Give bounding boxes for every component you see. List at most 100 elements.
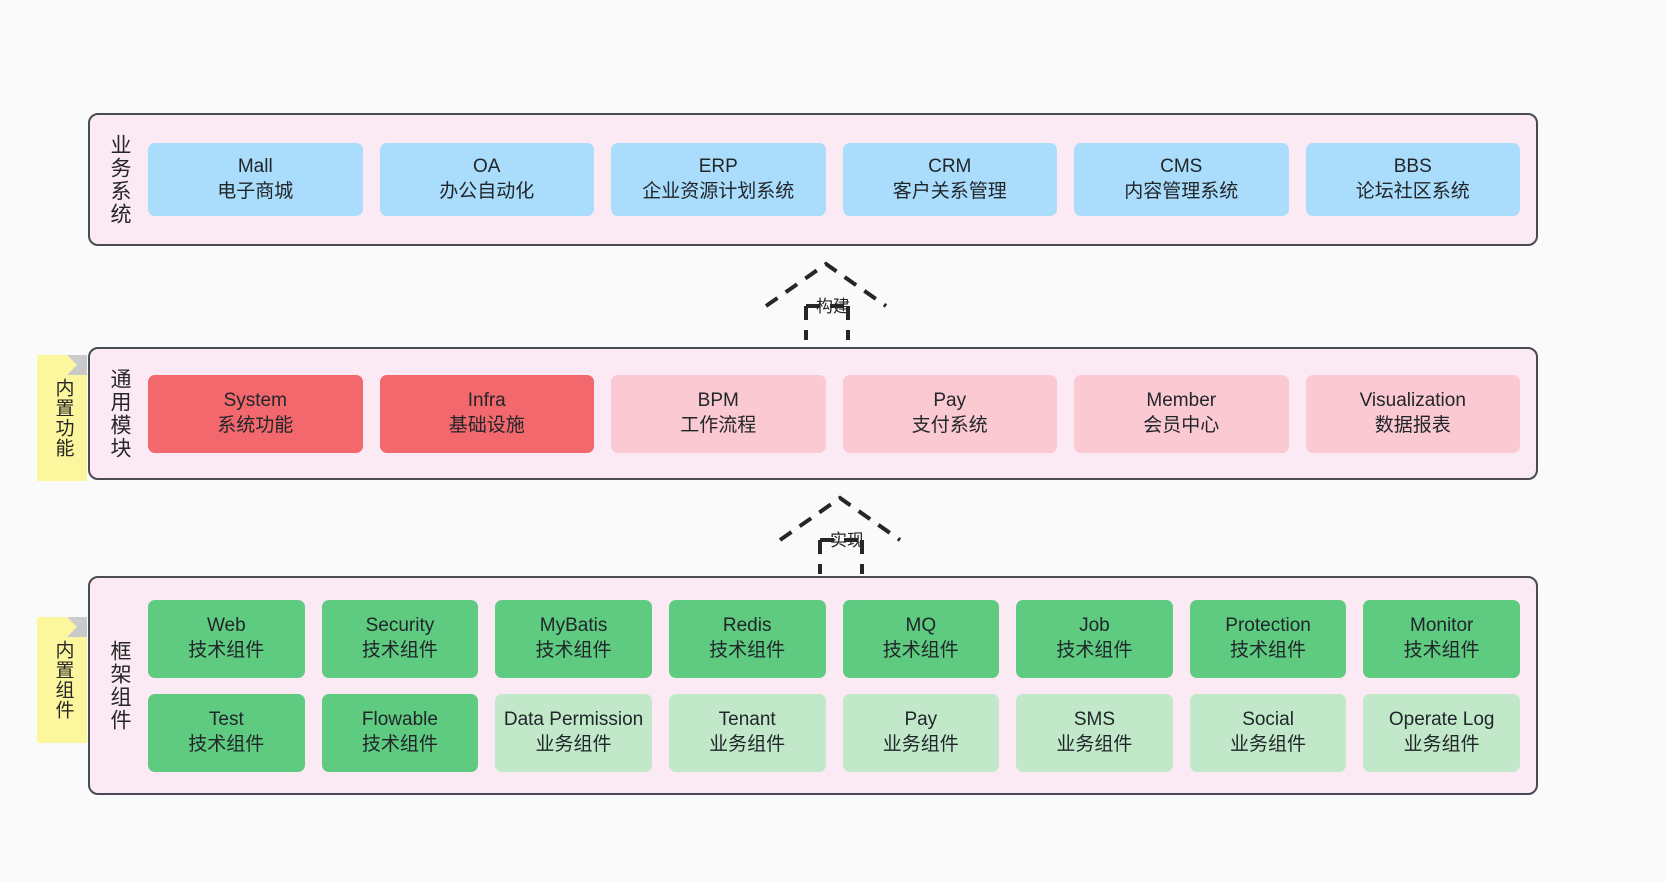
box-web[interactable]: Web 技术组件 [148, 599, 305, 678]
box-subtitle: 技术组件 [361, 639, 438, 661]
box-flowable[interactable]: Flowable 技术组件 [321, 693, 479, 772]
box-subtitle: 业务组件 [882, 733, 959, 755]
sticky-note-label: 内置组件 [52, 640, 74, 720]
box-crm[interactable]: CRM 客户关系管理 [842, 143, 1057, 216]
box-title: System [223, 389, 287, 411]
sticky-note-builtin-functions: 内置功能 [37, 355, 87, 481]
sticky-note-builtin-components: 内置组件 [37, 617, 87, 743]
box-member[interactable]: Member 会员中心 [1074, 374, 1289, 453]
box-security[interactable]: Security 技术组件 [321, 599, 479, 678]
box-operate-log[interactable]: Operate Log 业务组件 [1363, 693, 1520, 772]
arrow-implement-label: 实现 [830, 531, 864, 550]
box-title: CRM [928, 155, 972, 177]
layer-body-business-system: Mall 电子商城 OA 办公自动化 ERP 企业资源计划系统 CRM 客户关系… [148, 115, 1536, 244]
box-title: BBS [1393, 155, 1432, 177]
box-title: Web [206, 614, 246, 636]
box-redis[interactable]: Redis 技术组件 [668, 599, 826, 678]
box-protection[interactable]: Protection 技术组件 [1189, 599, 1347, 678]
box-subtitle: 工作流程 [680, 414, 757, 436]
box-subtitle: 论坛社区系统 [1355, 180, 1470, 202]
box-bbs[interactable]: BBS 论坛社区系统 [1305, 143, 1520, 216]
layer-title-common-modules: 通用模块 [108, 367, 132, 460]
box-title: Tenant [718, 708, 776, 730]
box-title: BPM [697, 389, 739, 411]
box-title: Security [365, 614, 435, 636]
box-subtitle: 企业资源计划系统 [642, 180, 795, 202]
layer-business-system: 业务系统 Mall 电子商城 OA 办公自动化 ERP 企业资源计划系统 CRM… [88, 113, 1538, 246]
box-pay[interactable]: Pay 支付系统 [842, 374, 1057, 453]
box-social[interactable]: Social 业务组件 [1189, 693, 1347, 772]
box-pay-business[interactable]: Pay 业务组件 [842, 693, 1000, 772]
box-infra[interactable]: Infra 基础设施 [379, 374, 594, 453]
box-erp[interactable]: ERP 企业资源计划系统 [611, 143, 826, 216]
box-title: Job [1079, 614, 1110, 636]
box-title: Monitor [1410, 614, 1474, 636]
layer-common-modules: 通用模块 System 系统功能 Infra 基础设施 BPM 工作流程 Pay… [88, 347, 1538, 480]
box-subtitle: 数据报表 [1374, 414, 1451, 436]
box-title: Test [208, 708, 244, 730]
box-title: MQ [905, 614, 937, 636]
box-subtitle: 基础设施 [448, 414, 525, 436]
box-title: Social [1242, 708, 1294, 730]
sticky-note-label: 内置功能 [52, 378, 74, 458]
layer-title-business-system: 业务系统 [108, 133, 132, 226]
box-title: Member [1146, 389, 1217, 411]
box-subtitle: 业务组件 [535, 733, 612, 755]
box-oa[interactable]: OA 办公自动化 [379, 143, 594, 216]
box-bpm[interactable]: BPM 工作流程 [611, 374, 826, 453]
box-subtitle: 技术组件 [188, 639, 265, 661]
box-monitor[interactable]: Monitor 技术组件 [1363, 599, 1520, 678]
box-subtitle: 会员中心 [1143, 414, 1220, 436]
box-subtitle: 客户关系管理 [892, 180, 1007, 202]
box-title: ERP [698, 155, 738, 177]
box-subtitle: 技术组件 [361, 733, 438, 755]
box-title: Flowable [361, 708, 438, 730]
layer-row: Web 技术组件 Security 技术组件 MyBatis 技术组件 Redi… [148, 599, 1520, 678]
box-cms[interactable]: CMS 内容管理系统 [1074, 143, 1289, 216]
box-tenant[interactable]: Tenant 业务组件 [668, 693, 826, 772]
box-visualization[interactable]: Visualization 数据报表 [1305, 374, 1520, 453]
box-title: Protection [1225, 614, 1311, 636]
page-fold-icon [67, 617, 87, 637]
box-subtitle: 技术组件 [188, 733, 265, 755]
generalization-arrow-icon [764, 261, 888, 340]
layer-row: Test 技术组件 Flowable 技术组件 Data Permission … [148, 693, 1520, 772]
box-subtitle: 业务组件 [1403, 733, 1480, 755]
box-title: Pay [933, 389, 967, 411]
box-mybatis[interactable]: MyBatis 技术组件 [495, 599, 652, 678]
box-title: OA [473, 155, 501, 177]
page-fold-icon [67, 355, 87, 375]
box-title: CMS [1160, 155, 1203, 177]
box-mq[interactable]: MQ 技术组件 [842, 599, 1000, 678]
box-title: Pay [904, 708, 938, 730]
box-subtitle: 技术组件 [709, 639, 786, 661]
layer-framework-components: 框架组件 Web 技术组件 Security 技术组件 MyBatis 技术组件… [88, 576, 1538, 795]
box-sms[interactable]: SMS 业务组件 [1016, 693, 1173, 772]
box-mall[interactable]: Mall 电子商城 [148, 143, 363, 216]
arrow-build: 构建 [758, 258, 908, 340]
arrow-implement: 实现 [772, 492, 922, 574]
box-test[interactable]: Test 技术组件 [148, 693, 305, 772]
box-title: Data Permission [503, 708, 644, 730]
layer-body-framework-components: Web 技术组件 Security 技术组件 MyBatis 技术组件 Redi… [148, 578, 1536, 793]
box-subtitle: 内容管理系统 [1124, 180, 1239, 202]
box-subtitle: 技术组件 [1056, 639, 1133, 661]
box-title: Redis [722, 614, 772, 636]
box-subtitle: 业务组件 [709, 733, 786, 755]
box-subtitle: 电子商城 [217, 180, 294, 202]
box-subtitle: 系统功能 [217, 414, 294, 436]
box-subtitle: 技术组件 [1230, 639, 1307, 661]
box-title: Operate Log [1388, 708, 1495, 730]
box-subtitle: 技术组件 [1403, 639, 1480, 661]
box-data-permission[interactable]: Data Permission 业务组件 [495, 693, 652, 772]
layer-row: System 系统功能 Infra 基础设施 BPM 工作流程 Pay 支付系统… [148, 374, 1520, 453]
box-subtitle: 办公自动化 [439, 180, 535, 202]
box-system[interactable]: System 系统功能 [148, 374, 363, 453]
generalization-arrow-icon [778, 495, 902, 574]
layer-title-framework-components: 框架组件 [108, 639, 132, 732]
box-job[interactable]: Job 技术组件 [1016, 599, 1173, 678]
layer-body-common-modules: System 系统功能 Infra 基础设施 BPM 工作流程 Pay 支付系统… [148, 349, 1536, 478]
box-subtitle: 业务组件 [1056, 733, 1133, 755]
box-title: Mall [237, 155, 273, 177]
